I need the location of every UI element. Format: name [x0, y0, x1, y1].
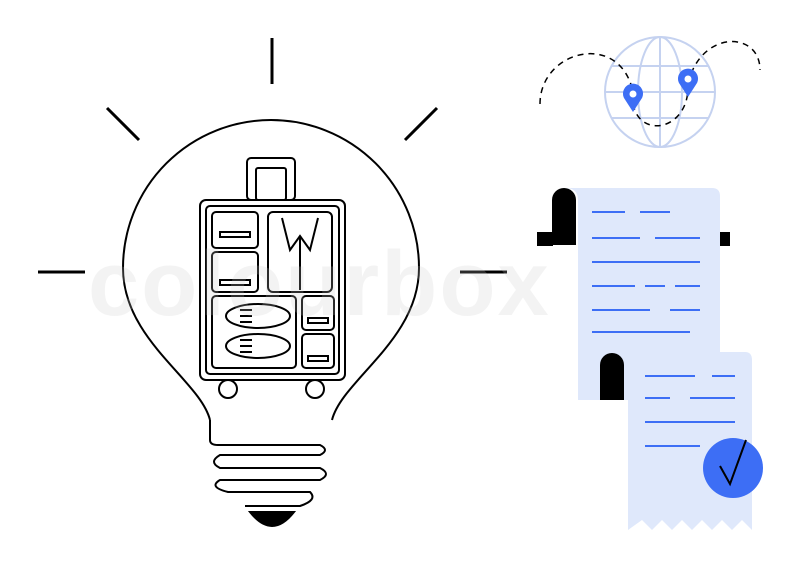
checkmark-badge [703, 438, 763, 498]
location-pin-icon [623, 68, 698, 112]
globe-icon [604, 36, 716, 148]
checkmark-icon [719, 439, 747, 487]
receipt-icon [537, 188, 730, 400]
lightbulb-icon [121, 119, 421, 527]
suitcase-icon [199, 157, 346, 399]
receipt-second [600, 352, 763, 530]
travel-route [539, 40, 761, 127]
light-rays [38, 38, 507, 274]
